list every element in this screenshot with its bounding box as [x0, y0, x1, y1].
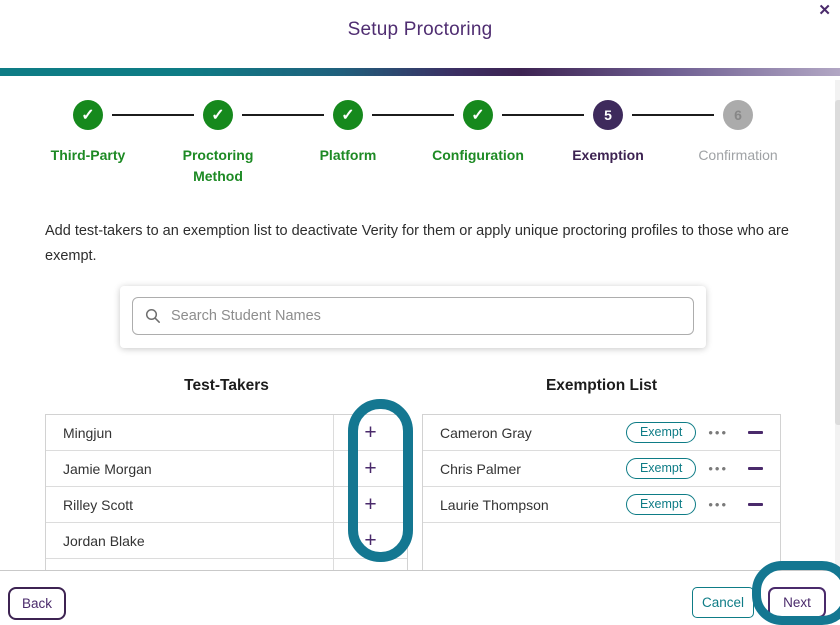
step-number: 6	[723, 100, 753, 130]
test-taker-row-partial	[46, 559, 407, 570]
step-label: Exemption	[572, 147, 644, 163]
step-label: Platform	[319, 147, 377, 163]
step-label: Proctoring Method	[182, 147, 254, 184]
step-label: Configuration	[432, 147, 524, 163]
check-icon: ✓	[333, 100, 363, 130]
search-box	[132, 297, 694, 335]
test-taker-row: Jamie Morgan +	[46, 450, 407, 487]
step-connector-line	[502, 114, 584, 116]
step-label: Third-Party	[50, 147, 126, 163]
step-connector-line	[242, 114, 324, 116]
minus-icon	[748, 467, 763, 470]
search-input[interactable]	[171, 308, 681, 324]
add-to-exemption-icon[interactable]: +	[364, 421, 377, 444]
stepper: ✓Third-Party✓Proctoring Method✓Platform✓…	[23, 100, 803, 187]
step-number: 5	[593, 100, 623, 130]
add-to-exemption-icon[interactable]: +	[364, 457, 377, 480]
step-connector-line	[632, 114, 714, 116]
step-connector-line	[372, 114, 454, 116]
exempt-student-name: Chris Palmer	[440, 460, 521, 477]
exempt-status-badge: Exempt	[625, 457, 697, 480]
search-card	[120, 286, 706, 348]
step-proctoring-method[interactable]: ✓ Proctoring Method	[153, 100, 283, 187]
add-to-exemption-icon[interactable]: +	[364, 529, 377, 552]
gradient-divider	[0, 68, 840, 76]
step-configuration[interactable]: ✓ Configuration	[413, 100, 543, 187]
footer-divider	[0, 570, 840, 571]
test-taker-name: Mingjun	[63, 424, 113, 441]
add-cell: +	[333, 522, 407, 559]
add-to-exemption-icon[interactable]: +	[364, 493, 377, 516]
remove-from-exemption-button[interactable]	[748, 467, 763, 470]
minus-icon	[748, 431, 763, 434]
check-icon: ✓	[203, 100, 233, 130]
test-taker-name: Jordan Blake	[63, 532, 145, 549]
minus-icon	[748, 503, 763, 506]
scrollbar-thumb[interactable]	[835, 100, 840, 425]
test-taker-name: Rilley Scott	[63, 496, 134, 513]
cancel-button[interactable]: Cancel	[692, 587, 754, 618]
test-takers-table: Mingjun+Jamie Morgan+Rilley Scott+Jordan…	[45, 414, 408, 570]
test-taker-name: Jamie Morgan	[63, 460, 152, 477]
exemption-list-heading: Exemption List	[545, 377, 658, 394]
more-options-icon[interactable]: •••	[708, 425, 728, 440]
exemption-description: Add test-takers to an exemption list to …	[45, 223, 789, 264]
add-cell: +	[333, 486, 407, 523]
add-cell: +	[333, 415, 407, 451]
modal-title: Setup Proctoring	[347, 19, 493, 40]
add-cell: +	[333, 450, 407, 487]
exempt-student-name: Cameron Gray	[440, 424, 532, 441]
more-options-icon[interactable]: •••	[708, 461, 728, 476]
more-options-icon[interactable]: •••	[708, 497, 728, 512]
test-taker-row: Rilley Scott +	[46, 486, 407, 523]
remove-from-exemption-button[interactable]	[748, 431, 763, 434]
check-icon: ✓	[463, 100, 493, 130]
back-button[interactable]: Back	[8, 587, 66, 620]
next-button[interactable]: Next	[768, 587, 826, 618]
exemption-row: Cameron Gray Exempt •••	[423, 415, 780, 451]
step-label: Confirmation	[698, 147, 778, 163]
exemption-row: Chris Palmer Exempt •••	[423, 451, 780, 487]
empty-add-cell	[333, 559, 407, 570]
remove-from-exemption-button[interactable]	[748, 503, 763, 506]
exempt-status-badge: Exempt	[625, 493, 697, 516]
test-taker-row: Jordan Blake +	[46, 522, 407, 559]
step-third-party[interactable]: ✓ Third-Party	[23, 100, 153, 187]
step-connector-line	[112, 114, 194, 116]
search-icon	[145, 308, 160, 323]
close-icon[interactable]: ✕	[818, 2, 831, 19]
exempt-status-badge: Exempt	[625, 421, 697, 444]
test-taker-row: Mingjun +	[46, 415, 407, 451]
step-platform[interactable]: ✓ Platform	[283, 100, 413, 187]
exemption-row: Laurie Thompson Exempt •••	[423, 487, 780, 523]
check-icon: ✓	[73, 100, 103, 130]
test-takers-heading: Test-Takers	[184, 377, 269, 394]
scrollbar-track	[835, 80, 840, 570]
exempt-student-name: Laurie Thompson	[440, 496, 549, 513]
